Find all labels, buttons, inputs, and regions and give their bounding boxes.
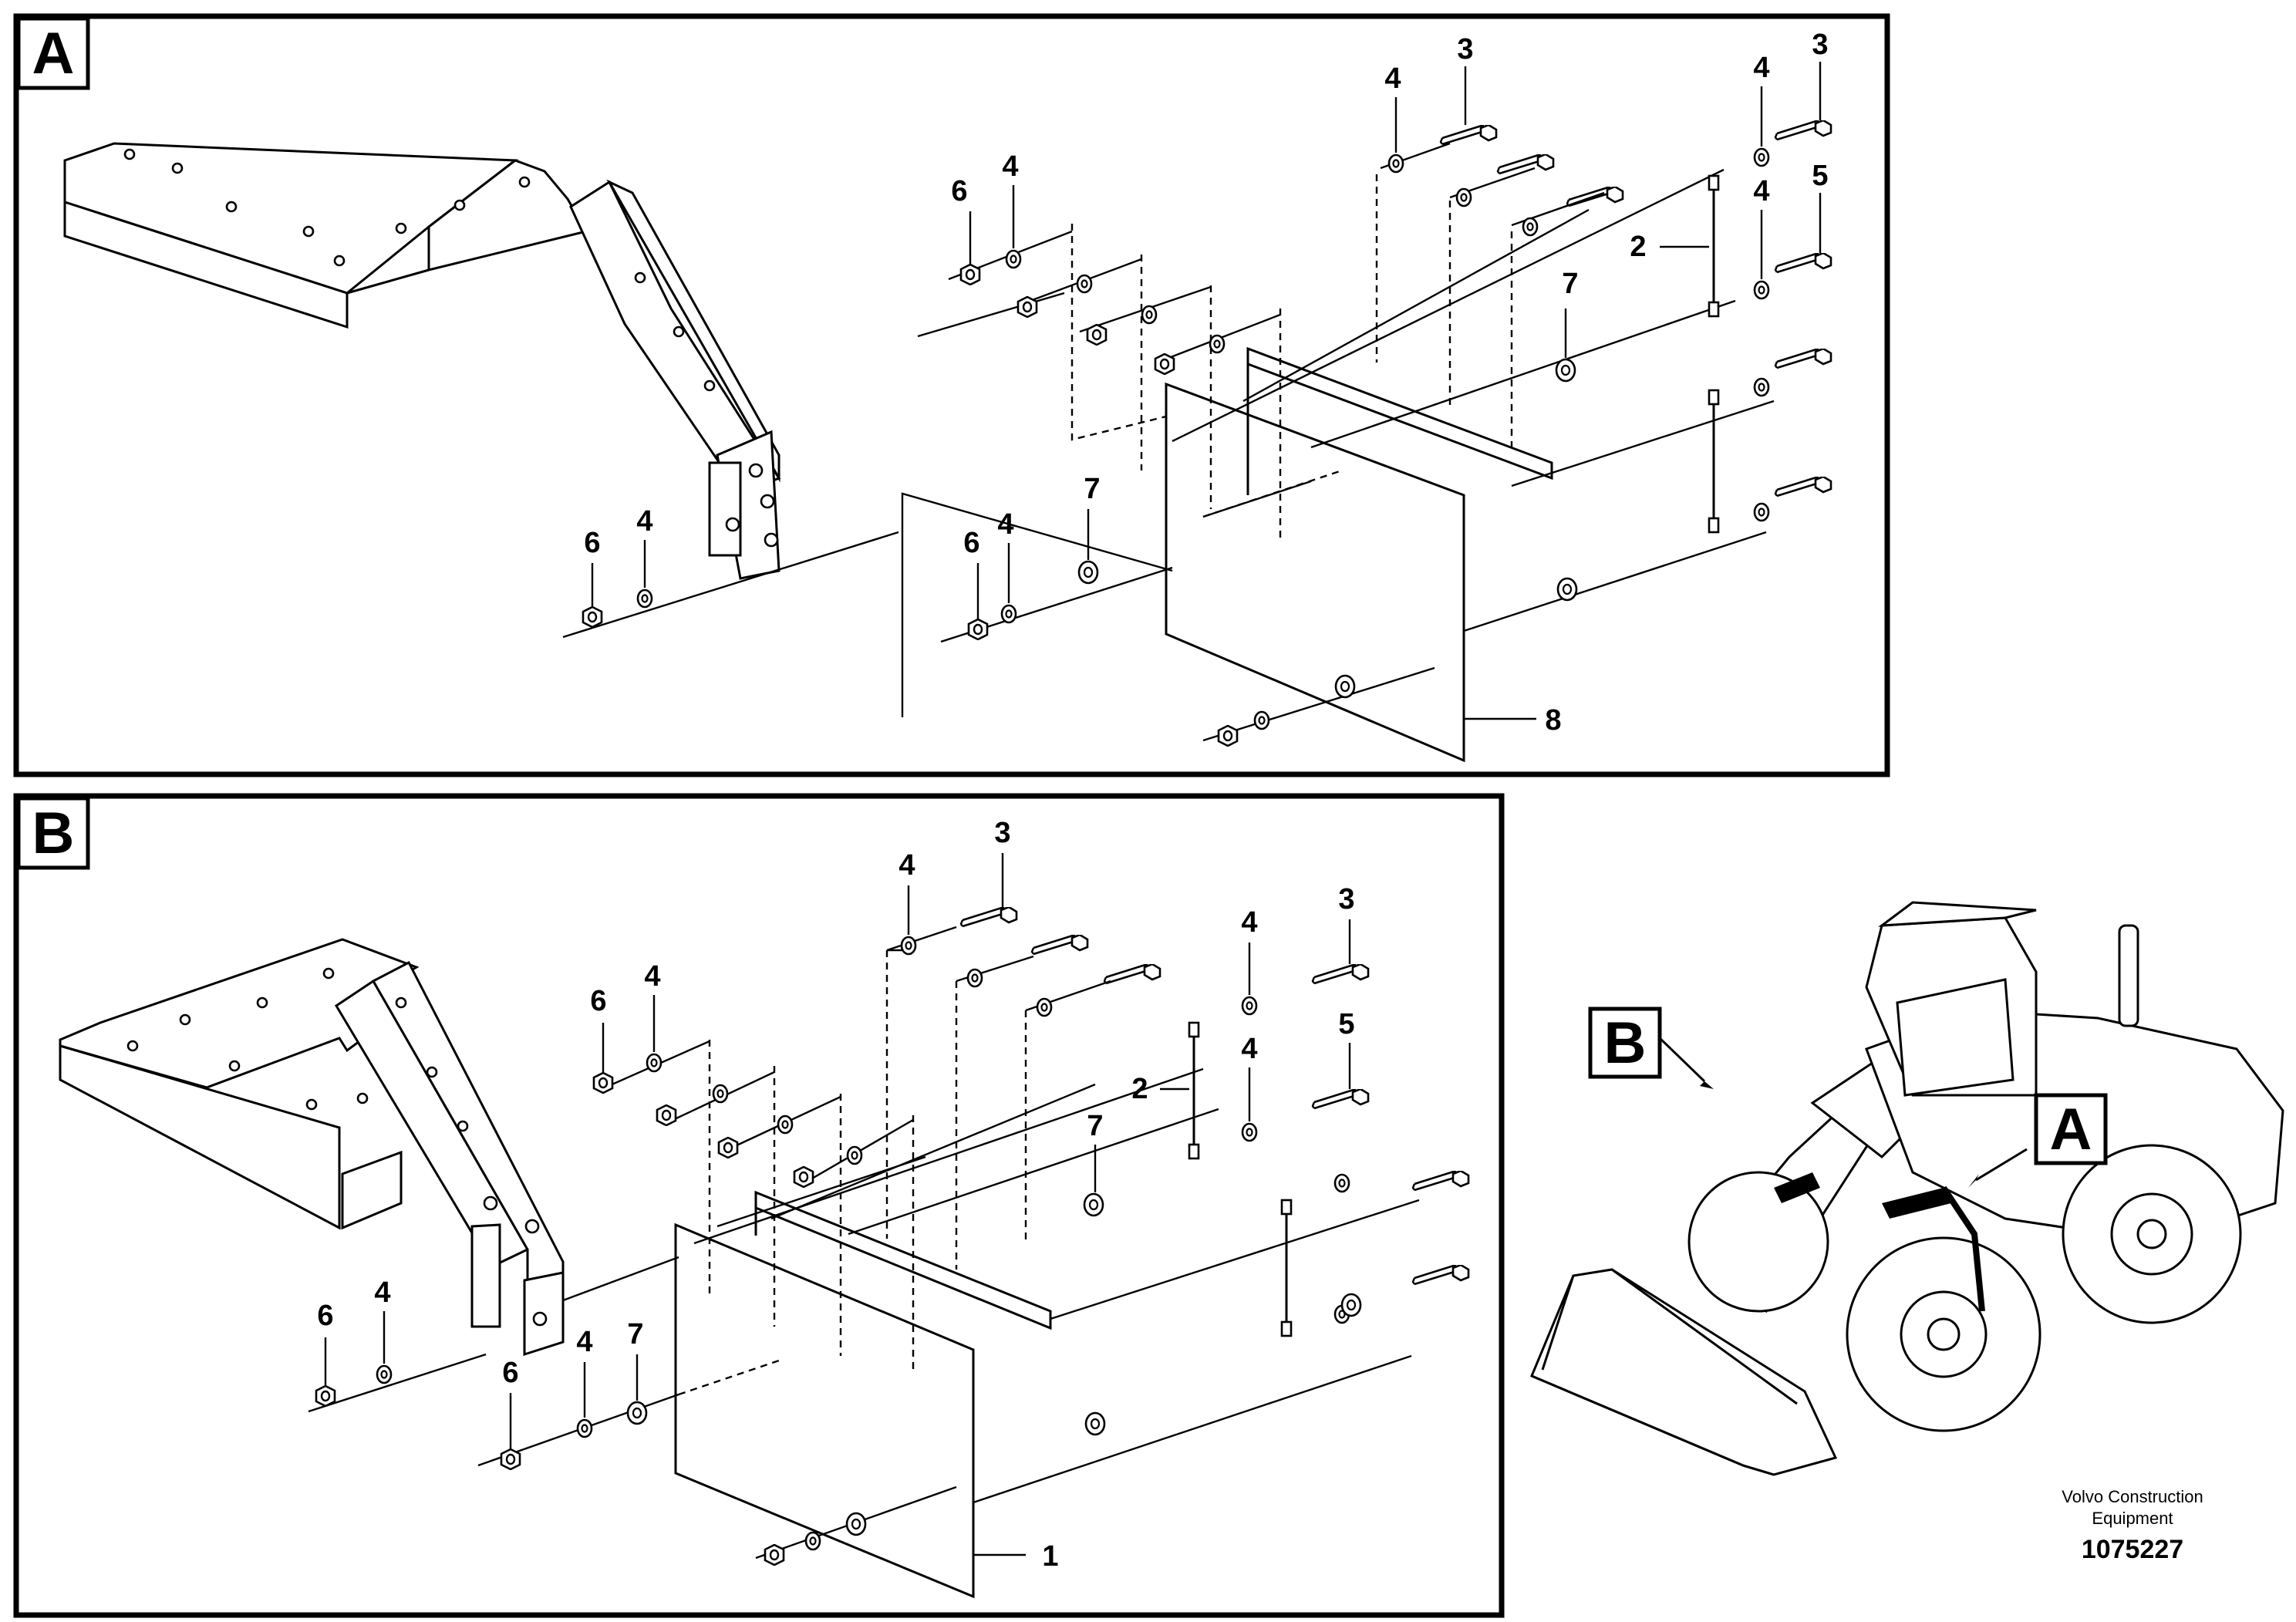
- mudflap-plate-1: [674, 1190, 1052, 1599]
- link-rod-2-b: [1188, 1021, 1293, 1337]
- item-4: 4: [899, 849, 915, 882]
- item-numbers-b: 6 4 6 4 6 4 7 7 4 3 4 3 4 5 2 1: [317, 817, 1354, 1573]
- view-b-frame: [13, 793, 1505, 1618]
- step-bracket-b: [59, 938, 565, 1357]
- view-b: B: [13, 793, 1505, 1618]
- item-4: 4: [1753, 52, 1769, 84]
- view-a-frame: [13, 13, 1890, 777]
- step-bracket-a: [63, 142, 781, 580]
- item-4: 4: [1241, 906, 1257, 939]
- highlight-a: [1882, 1188, 1951, 1219]
- item-3: 3: [1338, 883, 1354, 916]
- view-b-tag: B: [32, 801, 75, 866]
- item-4: 4: [576, 1326, 592, 1358]
- link-rod-2-a: [1708, 174, 1720, 534]
- item-4: 4: [997, 508, 1013, 541]
- item-3: 3: [994, 817, 1010, 849]
- item-5: 5: [1812, 160, 1828, 192]
- highlight-b: [1774, 1172, 1820, 1203]
- item-6: 6: [951, 175, 967, 207]
- leaders-a: [591, 62, 1822, 720]
- item-6: 6: [317, 1300, 333, 1332]
- callout-b-box: [1588, 1007, 1662, 1079]
- view-a: A: [13, 13, 1890, 777]
- item-4: 4: [374, 1276, 390, 1309]
- item-6: 6: [502, 1357, 518, 1389]
- item-3: 3: [1812, 29, 1828, 61]
- item-4: 4: [1002, 150, 1018, 183]
- callout-b: B: [1604, 1010, 1647, 1076]
- item-4: 4: [644, 960, 660, 993]
- footer: Volvo Construction Equipment 1075227: [2062, 1487, 2203, 1564]
- item-4: 4: [1241, 1033, 1257, 1065]
- view-a-tag: A: [32, 21, 75, 86]
- front-wheel-far: [1687, 1171, 1829, 1313]
- item-7: 7: [627, 1318, 643, 1351]
- item-6: 6: [584, 527, 600, 559]
- company-name-line1: Volvo Construction: [2062, 1487, 2203, 1506]
- leaders-b: [324, 853, 1351, 1556]
- item-4: 4: [1384, 62, 1401, 95]
- item-7: 7: [1084, 473, 1100, 505]
- drawing-number: 1075227: [2082, 1535, 2183, 1564]
- callout-a-box: [2034, 1093, 2108, 1165]
- item-3: 3: [1457, 33, 1473, 66]
- item-7: 7: [1087, 1110, 1103, 1142]
- item-1: 1: [1042, 1540, 1058, 1573]
- view-a-tag-box: [16, 16, 90, 90]
- item-6: 6: [590, 985, 606, 1017]
- item-numbers-a: 6 4 6 4 6 4 7 4 3 4 3 4 5 7 2 8: [584, 29, 1828, 737]
- item-4: 4: [636, 505, 652, 538]
- view-b-tag-box: [16, 796, 90, 870]
- callout-a: A: [2050, 1097, 2092, 1162]
- item-5: 5: [1338, 1008, 1354, 1040]
- item-2: 2: [1630, 231, 1646, 263]
- item-8: 8: [1545, 704, 1561, 737]
- wheel-loader-overview: B A: [1530, 901, 2284, 1476]
- item-7: 7: [1562, 268, 1578, 300]
- mudflap-plate-8: [1165, 346, 1553, 763]
- item-2: 2: [1131, 1073, 1148, 1105]
- item-6: 6: [963, 527, 979, 559]
- company-name-line2: Equipment: [2092, 1509, 2173, 1528]
- item-4: 4: [1753, 175, 1769, 207]
